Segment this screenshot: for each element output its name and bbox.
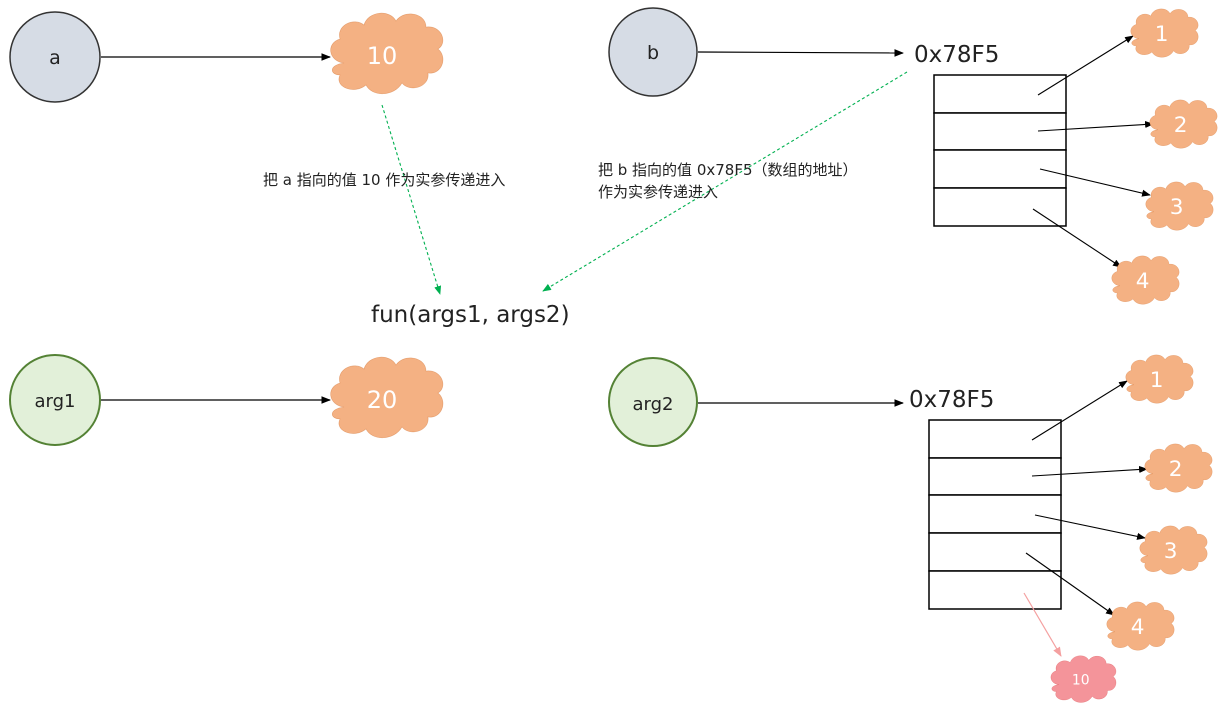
b-item-4-text: 4	[1136, 269, 1150, 294]
arg2-item-1-text: 1	[1150, 368, 1164, 393]
arg1-group: arg1 20	[9, 354, 444, 446]
b-array-cell-3	[933, 149, 1067, 189]
b-array-cell-2	[933, 112, 1067, 151]
arg2-item-4-arrow	[1025, 552, 1115, 616]
caption-pass-b-line1: 把 b 指向的值 0x78F5（数组的地址）	[598, 161, 858, 179]
b-item-2-cloud: 2	[1149, 99, 1218, 149]
arg1-circle	[9, 354, 101, 446]
b-item-1-arrow	[1037, 35, 1134, 96]
arg2-array-cell-1	[928, 419, 1062, 459]
b-array	[933, 74, 1067, 227]
arg2-item-2-arrow	[1031, 465, 1148, 477]
arg2-group: arg2 0x78F5 1 2 3 4	[608, 354, 1213, 703]
b-item-3-arrow	[1039, 168, 1151, 197]
variable-b-group: b 0x78F5 1 2 3 4	[608, 7, 1218, 305]
pass-b-dashed-arrow	[542, 71, 908, 292]
arg2-item-4-text: 4	[1131, 615, 1145, 640]
b-address-label: 0x78F5	[914, 42, 999, 68]
arg2-item-2-text: 2	[1169, 457, 1183, 482]
arg2-item-4-cloud: 4	[1106, 601, 1175, 651]
variable-a-circle	[9, 11, 101, 103]
arg2-circle	[608, 357, 698, 447]
value-10-text: 10	[367, 42, 398, 70]
b-item-1-cloud: 1	[1130, 8, 1199, 58]
arg2-array	[928, 419, 1062, 610]
caption-pass-a: 把 a 指向的值 10 作为实参传递进入	[263, 171, 505, 189]
arg2-array-cell-3	[928, 494, 1062, 534]
arg2-new-item-arrow	[1023, 592, 1062, 657]
arg2-array-cell-4	[928, 532, 1062, 572]
variable-a-group: a 10	[9, 11, 444, 103]
caption-pass-b-line2: 作为实参传递进入	[598, 183, 718, 201]
arg2-item-3-text: 3	[1164, 539, 1178, 564]
b-item-3-text: 3	[1170, 195, 1184, 220]
b-item-2-text: 2	[1174, 113, 1188, 138]
b-item-4-cloud: 4	[1111, 255, 1180, 305]
b-item-4-arrow	[1032, 208, 1122, 268]
b-item-1-text: 1	[1155, 22, 1169, 47]
b-item-3-cloud: 3	[1145, 181, 1214, 231]
arg2-item-1-arrow	[1031, 380, 1128, 441]
arg2-array-cell-2	[928, 457, 1062, 496]
arg2-item-3-arrow	[1034, 514, 1146, 540]
arg2-new-item-text: 10	[1072, 673, 1090, 689]
function-call-label: fun(args1, args2)	[371, 302, 570, 328]
variable-b-circle	[608, 7, 698, 97]
arg2-item-3-cloud: 3	[1139, 525, 1208, 575]
pass-a-dashed-arrow	[381, 104, 442, 295]
arg2-array-cell-5	[928, 570, 1062, 610]
arg2-item-1-cloud: 1	[1125, 354, 1194, 404]
arg2-new-item-cloud: 10	[1050, 655, 1117, 703]
arg2-label: arg2	[633, 394, 674, 415]
value-20-text: 20	[367, 386, 398, 414]
b-item-2-arrow	[1037, 120, 1154, 132]
value-10-cloud: 10	[330, 12, 444, 95]
b-array-cell-4	[933, 187, 1067, 227]
variable-b-label: b	[647, 42, 659, 64]
b-pointer-arrow	[697, 49, 904, 57]
variable-a-label: a	[49, 47, 61, 69]
arg1-label: arg1	[35, 391, 76, 412]
value-20-cloud: 20	[330, 356, 444, 439]
arg2-address-label: 0x78F5	[909, 387, 994, 413]
arg2-item-2-cloud: 2	[1144, 443, 1213, 493]
b-array-cell-1	[933, 74, 1067, 114]
